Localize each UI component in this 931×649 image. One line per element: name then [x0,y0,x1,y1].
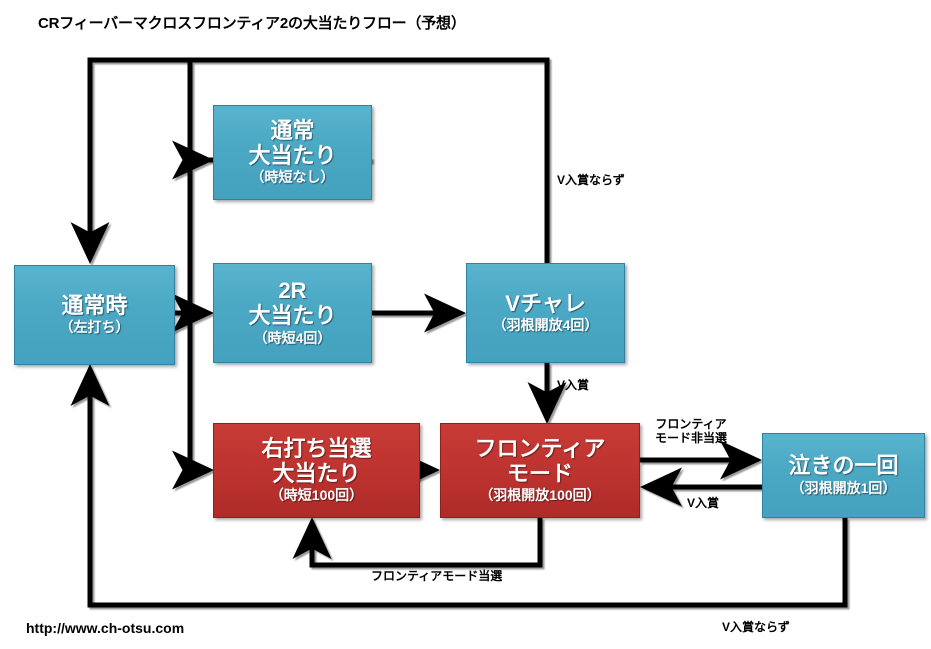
node-two-r-line2: 大当たり [248,303,337,329]
edge-label-v-win-return: V入賞 [687,496,720,510]
node-v-challenge[interactable]: Vチャレ （羽根開放4回） [466,263,625,363]
node-right-hit-sub: （時短100回） [269,487,364,504]
node-normal-sub: （左打ち） [59,319,130,336]
edge-label-frontier-lose: フロンティア モード非当選 [655,417,728,446]
node-two-r-jackpot[interactable]: 2R 大当たり （時短4回） [213,263,372,363]
node-two-r-line1: 2R [278,278,307,304]
node-normal[interactable]: 通常時 （左打ち） [14,265,175,365]
node-normal-jackpot-sub: （時短なし） [250,169,335,186]
edge-label-v-win-middle: V入賞 [557,378,590,392]
node-right-hit-jackpot[interactable]: 右打ち当選 大当たり （時短100回） [213,423,420,518]
node-frontier-mode[interactable]: フロンティア モード （羽根開放100回） [440,423,640,518]
node-v-challenge-line1: Vチャレ [505,290,586,316]
node-frontier-sub: （羽根開放100回） [479,487,601,504]
node-v-challenge-sub: （羽根開放4回） [492,317,599,334]
page-title: CRフィーバーマクロスフロンティア2の大当たりフロー（予想） [38,15,466,32]
node-naki-no-ikkai[interactable]: 泣きの一回 （羽根開放1回） [762,433,925,518]
node-naki-sub: （羽根開放1回） [790,479,897,496]
edge-label-frontier-lose-line2: モード非当選 [655,430,728,445]
node-naki-line1: 泣きの一回 [788,453,899,479]
node-normal-jackpot-line1: 通常 [270,117,315,143]
node-normal-line1: 通常時 [61,292,128,318]
node-frontier-line1: フロンティア [474,435,606,461]
node-normal-jackpot-line2: 大当たり [248,142,337,168]
edge-label-frontier-win: フロンティアモード当選 [371,569,503,583]
edge-label-v-fail-top: V入賞ならず [557,173,625,187]
node-right-hit-line1: 右打ち当選 [261,435,372,461]
node-right-hit-line2: 大当たり [272,460,361,486]
edge-label-v-fail-bottom: V入賞ならず [722,620,790,634]
edge-label-frontier-lose-line1: フロンティア [655,417,727,431]
footer-url: http://www.ch-otsu.com [26,620,185,636]
node-frontier-line2: モード [506,460,573,486]
node-two-r-sub: （時短4回） [253,329,332,346]
node-normal-jackpot[interactable]: 通常 大当たり （時短なし） [213,105,372,200]
